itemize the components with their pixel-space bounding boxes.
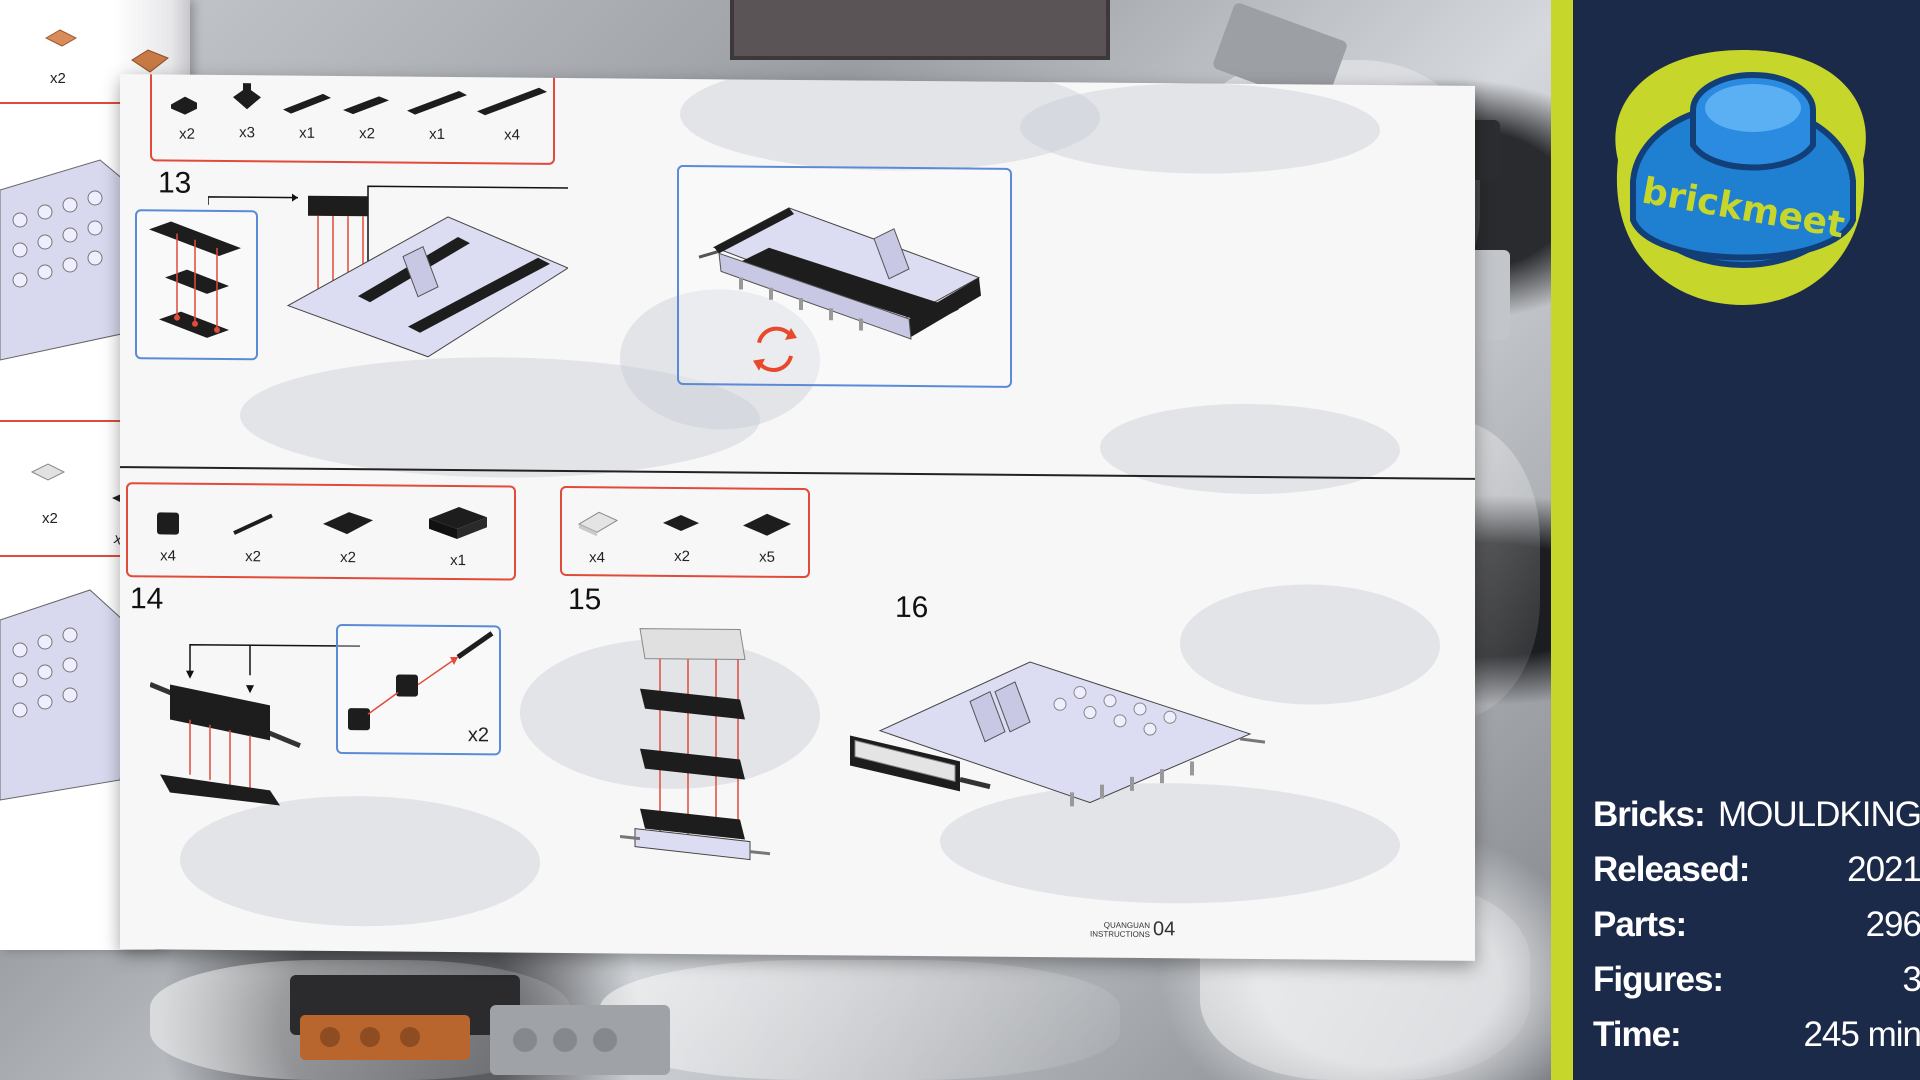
plastic-bag-reflection [600, 960, 1120, 1080]
page-number: 04 [1153, 918, 1176, 941]
left-red-line [0, 102, 160, 104]
brickmeet-logo: brickmeet [1615, 50, 1866, 305]
step14-parts-box: x4 x2 x2 x1 [126, 482, 516, 581]
set-stats: Bricks: MOULDKING Released: 2021 Parts: … [1593, 795, 1920, 1070]
step13-result-callout [677, 164, 1012, 388]
left-red-line [0, 555, 160, 557]
rotate-icon [757, 326, 793, 372]
part-quantity: x1 [450, 551, 466, 570]
part-item: x3 [222, 81, 272, 141]
camo-pattern [1100, 402, 1400, 496]
part-item: x2 [657, 509, 707, 565]
part-quantity: x2 [179, 125, 195, 143]
step13-number: 13 [158, 166, 192, 200]
left-part-quantity: x2 [50, 70, 66, 87]
part-item: x4 [472, 83, 552, 144]
brand-line: INSTRUCTIONS [1090, 929, 1150, 940]
grey-tile-icon [577, 511, 619, 537]
part-item: x2 [318, 506, 378, 567]
left-model-partial [0, 589, 146, 801]
step15-number: 15 [568, 582, 602, 617]
stat-value: 245 min [1803, 1015, 1920, 1054]
part-quantity: x2 [340, 549, 356, 567]
step14-build-diagram [150, 643, 360, 806]
step14-number: 14 [130, 582, 164, 616]
orange-tile-icon [44, 29, 78, 47]
step13-result-diagram [698, 207, 981, 372]
part-item: x2 [162, 90, 212, 143]
part-item: x1 [423, 503, 493, 570]
black-plate-2x3-icon [743, 513, 791, 536]
step13-build-diagram [208, 185, 568, 358]
camo-pattern [1020, 81, 1380, 176]
black-plate-icon [283, 93, 331, 114]
part-item: x2 [228, 509, 278, 565]
sub-assembly-diagram [149, 221, 241, 338]
stat-row-parts: Parts: 296 [1593, 905, 1920, 960]
step16-build-diagram [850, 661, 1266, 807]
part-quantity: x3 [239, 124, 255, 142]
stat-label: Released: [1593, 850, 1750, 889]
black-brick-2x4-icon [323, 512, 373, 535]
part-quantity: x2 [359, 125, 375, 143]
left-part-quantity: x2 [42, 510, 58, 527]
part-item: x1 [402, 87, 472, 144]
part-quantity: x2 [674, 547, 690, 566]
orange-wedge-icon [131, 49, 169, 73]
part-item: x4 [572, 506, 622, 566]
step13-sub-assembly-callout [135, 209, 258, 361]
loose-bricks [290, 975, 670, 1075]
instruction-page: x2 x3 x1 x2 x1 x4 13 [120, 74, 1475, 961]
part-item: x2 [337, 90, 397, 143]
left-red-line [0, 420, 160, 422]
stat-label: Figures: [1593, 960, 1724, 999]
sub-assembly-diagram [348, 631, 494, 731]
step15-build-diagram [620, 628, 771, 861]
stat-value: 3 [1902, 960, 1920, 999]
stat-row-bricks: Bricks: MOULDKING [1593, 795, 1920, 850]
black-connector-icon [233, 83, 261, 110]
stat-row-figures: Figures: 3 [1593, 960, 1920, 1015]
part-item: x5 [737, 509, 797, 566]
grey-plate-icon [30, 463, 66, 481]
black-plate-2x2-icon [663, 514, 699, 531]
stat-label: Bricks: [1593, 795, 1706, 834]
black-long-plate-icon [477, 87, 547, 116]
black-brick-large-icon [429, 507, 487, 540]
part-quantity: x4 [160, 547, 176, 565]
black-axle-icon [233, 513, 273, 535]
part-quantity: x1 [299, 124, 315, 142]
stat-row-released: Released: 2021 [1593, 850, 1920, 905]
black-l-plate-icon [171, 96, 197, 115]
step13-parts-box: x2 x3 x1 x2 x1 x4 [150, 74, 555, 165]
stat-value: 296 [1865, 905, 1920, 944]
black-long-plate-icon [407, 91, 467, 115]
part-quantity: x1 [429, 125, 445, 143]
step14-sub-assembly-callout: x2 [336, 623, 501, 756]
part-quantity: x4 [589, 549, 605, 567]
stat-label: Parts: [1593, 905, 1687, 944]
stat-label: Time: [1593, 1015, 1682, 1054]
info-sidebar: brickmeet Bricks: MOULDKING Released: 20… [1551, 0, 1920, 1080]
instructions-brand: QUANGUAN INSTRUCTIONS [1080, 920, 1150, 939]
part-quantity: x2 [245, 548, 261, 566]
parts-sprue [730, 0, 1110, 60]
black-plate-icon [343, 96, 389, 115]
part-item: x4 [148, 504, 188, 565]
part-quantity: x5 [759, 548, 775, 566]
black-technic-brick-icon [157, 512, 179, 535]
part-item: x1 [277, 89, 337, 142]
callout-multiplier: x2 [467, 724, 489, 747]
part-quantity: x4 [504, 126, 520, 144]
stat-row-time: Time: 245 min [1593, 1015, 1920, 1070]
stat-value: 2021 [1847, 850, 1920, 889]
step15-parts-box: x4 x2 x5 [560, 485, 810, 579]
stat-value: MOULDKING [1718, 795, 1920, 834]
